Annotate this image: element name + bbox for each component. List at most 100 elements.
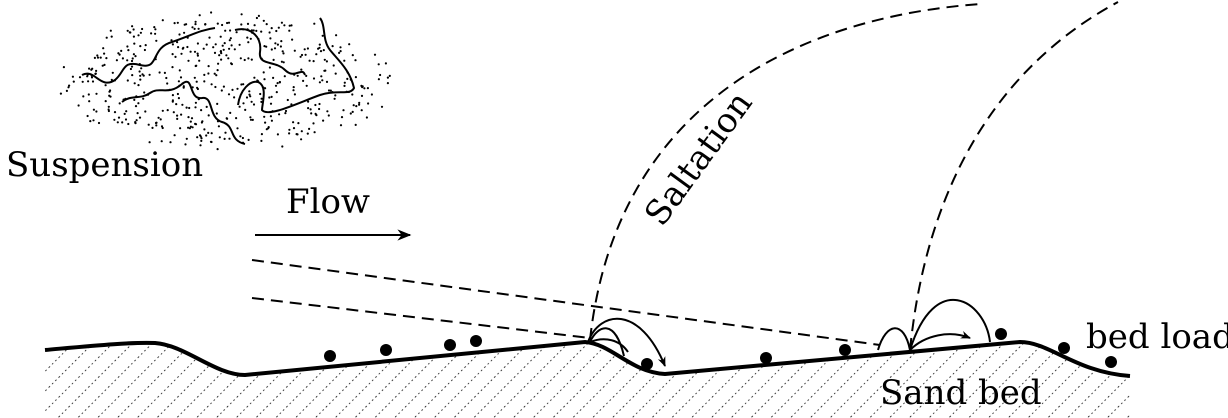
suspension-dot [189, 120, 192, 123]
suspension-dot [270, 119, 273, 122]
suspension-dot [165, 76, 168, 80]
suspension-dot [194, 106, 197, 109]
suspension-dot [281, 145, 284, 148]
suspension-dot [71, 75, 74, 78]
suspension-dot [370, 93, 373, 96]
suspension-dot [92, 119, 95, 122]
suspension-dot [62, 66, 65, 69]
suspension-dot [384, 62, 387, 65]
suspension-dot [264, 87, 267, 90]
suspension-dot [207, 114, 210, 117]
suspension-dot [230, 44, 233, 47]
suspension-dot [210, 11, 213, 14]
sand-grain [324, 350, 336, 362]
suspension-dot [292, 127, 296, 130]
suspension-dot [310, 112, 313, 115]
suspension-dot [183, 31, 186, 34]
suspension-dot [179, 127, 182, 130]
suspension-dot [194, 64, 197, 68]
suspension-dot [136, 112, 139, 115]
suspension-dot [59, 92, 63, 95]
suspension-dot [207, 65, 210, 68]
suspension-dot [117, 116, 121, 119]
suspension-dot [377, 78, 380, 81]
suspension-dot [198, 59, 201, 62]
suspension-dot [154, 121, 158, 125]
suspension-dot [263, 115, 266, 118]
suspension-dot [141, 27, 144, 31]
suspension-dot [90, 76, 94, 79]
suspension-dot [102, 47, 105, 50]
suspension-dot [223, 42, 226, 45]
suspension-dot [253, 76, 256, 79]
suspension-dot [388, 74, 391, 77]
suspension-dot [174, 55, 177, 59]
sand-grain [760, 352, 772, 364]
suspension-dot [249, 116, 252, 119]
suspension-dot [309, 108, 312, 111]
suspension-dot [269, 115, 272, 118]
suspension-dot [194, 122, 197, 125]
suspension-dot [214, 85, 217, 89]
suspension-dot [120, 49, 123, 53]
suspension-dot [339, 124, 343, 127]
suspension-dot [77, 104, 80, 107]
suspension-dot [235, 31, 238, 34]
suspension-dot [124, 118, 128, 121]
suspension-dot [210, 132, 213, 135]
suspension-dot [307, 100, 310, 103]
suspension-dot [327, 114, 330, 117]
suspension-dot [276, 82, 279, 85]
suspension-dot [275, 29, 278, 33]
suspension-dot [130, 59, 134, 63]
suspension-dot [139, 74, 142, 77]
suspension-dot [127, 49, 130, 52]
suspension-dot [121, 57, 124, 60]
suspension-dot [113, 118, 116, 121]
suspension-dot [318, 81, 321, 84]
suspension-dot [143, 91, 146, 94]
suspension-dot [307, 107, 310, 110]
suspension-dot [138, 116, 142, 119]
suspension-dot [225, 54, 228, 57]
suspension-dot [263, 78, 266, 81]
suspension-dot [125, 110, 128, 113]
suspension-dot [126, 45, 129, 48]
hop-arc [587, 317, 666, 367]
suspension-dot [239, 135, 242, 138]
suspension-dot [171, 66, 174, 69]
suspension-dot [339, 46, 342, 49]
suspension-dot [177, 80, 180, 83]
suspension-dot [242, 83, 245, 86]
suspension-dot [218, 136, 221, 139]
suspension-dot [116, 121, 119, 124]
suspension-dot [161, 126, 164, 130]
suspension-dot [177, 97, 180, 100]
suspension-dot [280, 21, 283, 24]
hop-arc [909, 330, 971, 351]
suspension-dot [222, 85, 225, 88]
suspension-dot [86, 75, 89, 78]
suspension-dot [213, 51, 217, 55]
suspension-dot [263, 45, 266, 48]
suspension-dot [240, 83, 243, 86]
suspension-dot [297, 122, 300, 125]
suspension-dot [243, 58, 246, 62]
suspension-dot [95, 92, 98, 95]
suspension-dot [222, 48, 225, 51]
suspension-dot [279, 45, 282, 48]
suspension-dot [386, 76, 389, 79]
suspension-dot [303, 48, 306, 51]
suspension-dot [201, 120, 204, 123]
suspension-dot [178, 69, 181, 72]
suspension-dot [137, 84, 140, 87]
suspension-dot [133, 98, 136, 101]
suspension-dot [366, 87, 369, 90]
suspension-dot [115, 59, 118, 62]
suspension-dot [349, 112, 352, 115]
hop-arc [589, 338, 629, 353]
suspension-dot [292, 89, 295, 92]
suspension-dot [221, 44, 224, 47]
suspension-dot [68, 84, 71, 87]
suspension-dot [204, 23, 207, 26]
